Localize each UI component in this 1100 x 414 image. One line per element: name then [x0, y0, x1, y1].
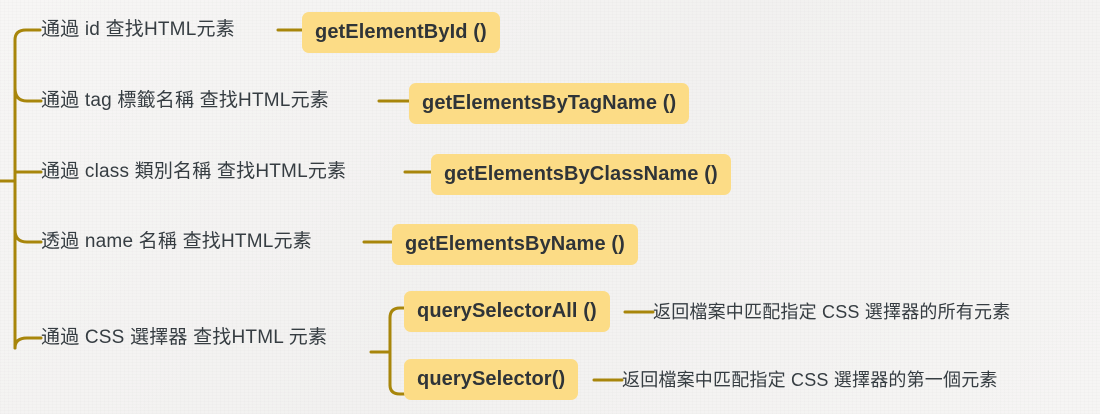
branch-label-class: 通過 class 類別名稱 查找HTML元素	[41, 161, 347, 182]
branch-stub-5	[13, 336, 43, 350]
method-badge-getelementbyid[interactable]: getElementById ()	[302, 12, 500, 53]
sub-stub-1	[388, 306, 406, 320]
method-badge-getelementsbytagname[interactable]: getElementsByTagName ()	[409, 83, 690, 124]
description-queryselectorall: 返回檔案中匹配指定 CSS 選擇器的所有元素	[653, 302, 1011, 322]
sub-stub-2	[388, 383, 406, 396]
branch-label-tag: 通過 tag 標籤名稱 查找HTML元素	[41, 90, 329, 111]
branch-label-css-selector: 通過 CSS 選擇器 查找HTML 元素	[41, 327, 328, 348]
branch-label-id: 通過 id 查找HTML元素	[41, 19, 235, 40]
branch-label-name: 透過 name 名稱 查找HTML元素	[41, 231, 312, 252]
method-badge-queryselectorall[interactable]: querySelectorAll ()	[404, 291, 610, 332]
description-queryselector: 返回檔案中匹配指定 CSS 選擇器的第一個元素	[622, 370, 998, 390]
method-badge-queryselector[interactable]: querySelector()	[404, 359, 579, 400]
branch-stub-4	[13, 228, 43, 244]
method-badge-getelementsbyclassname[interactable]: getElementsByClassName ()	[431, 154, 731, 195]
method-badge-getelementsbyname[interactable]: getElementsByName ()	[392, 224, 638, 265]
branch-stub-1	[13, 28, 42, 42]
branch-stub-2	[13, 86, 43, 103]
